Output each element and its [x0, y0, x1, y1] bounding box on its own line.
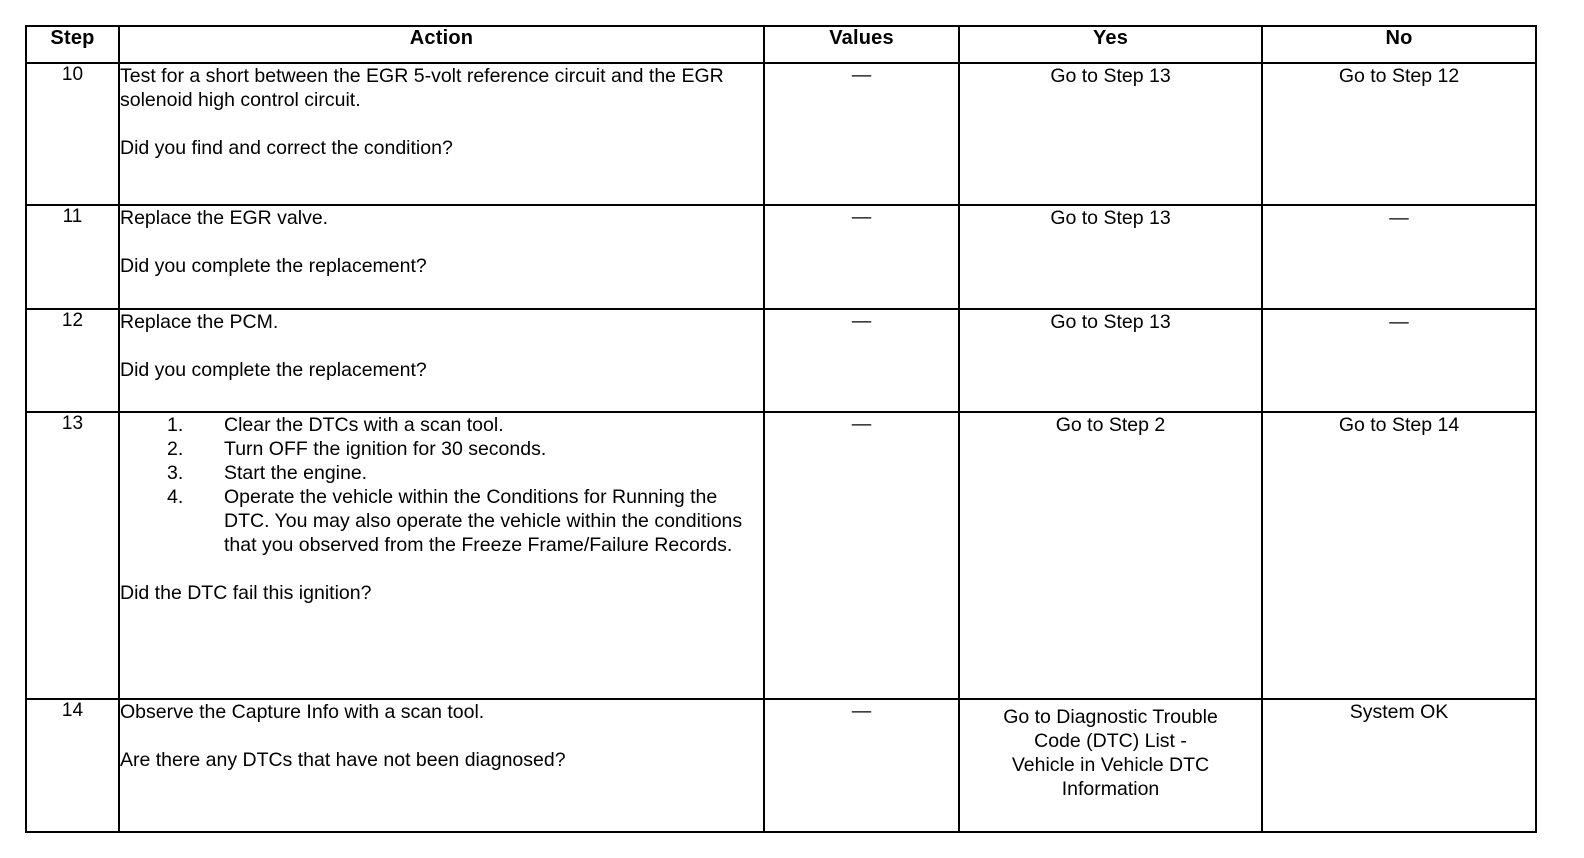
yes-cell: Go to Step 13: [958, 204, 1263, 310]
step-number: 12: [25, 308, 120, 413]
step-number: 14: [25, 698, 120, 833]
table-header: Step Action Values Yes No: [25, 25, 1537, 64]
yes-line: Go to Step 2: [1055, 414, 1166, 436]
step-number: 11: [25, 204, 120, 310]
table-body: 10 Test for a short between the EGR 5-vo…: [25, 62, 1537, 833]
list-item-number: 3.: [167, 462, 184, 484]
table-row: 10 Test for a short between the EGR 5-vo…: [25, 62, 1537, 206]
yes-line: Code (DTC) List -: [1034, 730, 1187, 752]
list-item-number: 1.: [167, 414, 184, 436]
list-item-text: Operate the vehicle within the Condition…: [224, 486, 743, 556]
no-cell: —: [1261, 308, 1537, 413]
action-cell: Test for a short between the EGR 5-volt …: [118, 62, 765, 206]
table-row: 11 Replace the EGR valve. Did you comple…: [25, 204, 1537, 310]
action-spacer: [120, 557, 763, 581]
action-spacer: [120, 334, 763, 358]
no-line: Go to Step 12: [1338, 65, 1460, 87]
action-ordered-list: 1. Clear the DTCs with a scan tool. 2. T…: [120, 413, 763, 557]
list-item-number: 2.: [167, 438, 184, 460]
value-text: —: [851, 310, 872, 332]
values-cell: —: [763, 308, 960, 413]
yes-line: Information: [1061, 778, 1160, 800]
list-item: 1. Clear the DTCs with a scan tool.: [120, 413, 763, 437]
action-question-text: Did you complete the replacement?: [120, 359, 427, 381]
list-item: 4. Operate the vehicle within the Condit…: [120, 485, 763, 557]
action-spacer: [120, 112, 763, 136]
values-cell: —: [763, 62, 960, 206]
list-item: 2. Turn OFF the ignition for 30 seconds.: [120, 437, 763, 461]
no-cell: System OK: [1261, 698, 1537, 833]
action-question-text: Did you complete the replacement?: [120, 255, 427, 277]
value-text: —: [851, 206, 872, 228]
action-lead-text: Replace the PCM.: [120, 311, 279, 333]
action-cell: Observe the Capture Info with a scan too…: [118, 698, 765, 833]
no-line: System OK: [1349, 701, 1449, 723]
action-cell: Replace the PCM. Did you complete the re…: [118, 308, 765, 413]
table-row: 12 Replace the PCM. Did you complete the…: [25, 308, 1537, 413]
values-cell: —: [763, 204, 960, 310]
action-lead-text: Test for a short between the EGR 5-volt …: [120, 65, 724, 111]
yes-line: Go to Diagnostic Trouble: [1003, 706, 1218, 728]
yes-line: Go to Step 13: [1050, 311, 1171, 333]
yes-cell: Go to Diagnostic Trouble Code (DTC) List…: [958, 698, 1263, 833]
action-lead-text: Observe the Capture Info with a scan too…: [120, 701, 485, 723]
action-cell: Replace the EGR valve. Did you complete …: [118, 204, 765, 310]
action-question-text: Did you find and correct the condition?: [120, 137, 453, 159]
list-item-text: Clear the DTCs with a scan tool.: [224, 414, 504, 436]
table-row: 13 1. Clear the DTCs with a scan tool. 2…: [25, 411, 1537, 700]
yes-cell: Go to Step 13: [958, 308, 1263, 413]
step-number: 10: [25, 62, 120, 206]
no-line: —: [1389, 207, 1409, 229]
column-header-values: Values: [763, 25, 960, 64]
yes-line: Vehicle in Vehicle DTC: [1011, 754, 1210, 776]
yes-line: Go to Step 13: [1050, 65, 1171, 87]
no-cell: —: [1261, 204, 1537, 310]
yes-cell: Go to Step 13: [958, 62, 1263, 206]
list-item-number: 4.: [167, 486, 184, 508]
dtc-diagnostic-procedure-table: Step Action Values Yes No 10 Test for a …: [25, 25, 1537, 833]
action-question-text: Did the DTC fail this ignition?: [120, 582, 372, 604]
column-header-no: No: [1261, 25, 1537, 64]
action-lead-text: Replace the EGR valve.: [120, 207, 329, 229]
list-item-text: Start the engine.: [224, 462, 368, 484]
list-item: 3. Start the engine.: [120, 461, 763, 485]
value-text: —: [851, 700, 872, 722]
value-text: —: [851, 64, 872, 86]
yes-cell: Go to Step 2: [958, 411, 1263, 700]
no-cell: Go to Step 14: [1261, 411, 1537, 700]
values-cell: —: [763, 698, 960, 833]
action-spacer: [120, 724, 763, 748]
column-header-step: Step: [25, 25, 120, 64]
header-row: Step Action Values Yes No: [25, 25, 1537, 64]
action-question-text: Are there any DTCs that have not been di…: [120, 749, 566, 771]
no-line: —: [1389, 311, 1409, 333]
column-header-yes: Yes: [958, 25, 1263, 64]
no-line: Go to Step 14: [1338, 414, 1460, 436]
yes-line: Go to Step 13: [1050, 207, 1171, 229]
step-number: 13: [25, 411, 120, 700]
list-item-text: Turn OFF the ignition for 30 seconds.: [224, 438, 547, 460]
action-spacer: [120, 230, 763, 254]
action-cell: 1. Clear the DTCs with a scan tool. 2. T…: [118, 411, 765, 700]
table-row: 14 Observe the Capture Info with a scan …: [25, 698, 1537, 833]
no-cell: Go to Step 12: [1261, 62, 1537, 206]
values-cell: —: [763, 411, 960, 700]
value-text: —: [851, 413, 872, 435]
column-header-action: Action: [118, 25, 765, 64]
